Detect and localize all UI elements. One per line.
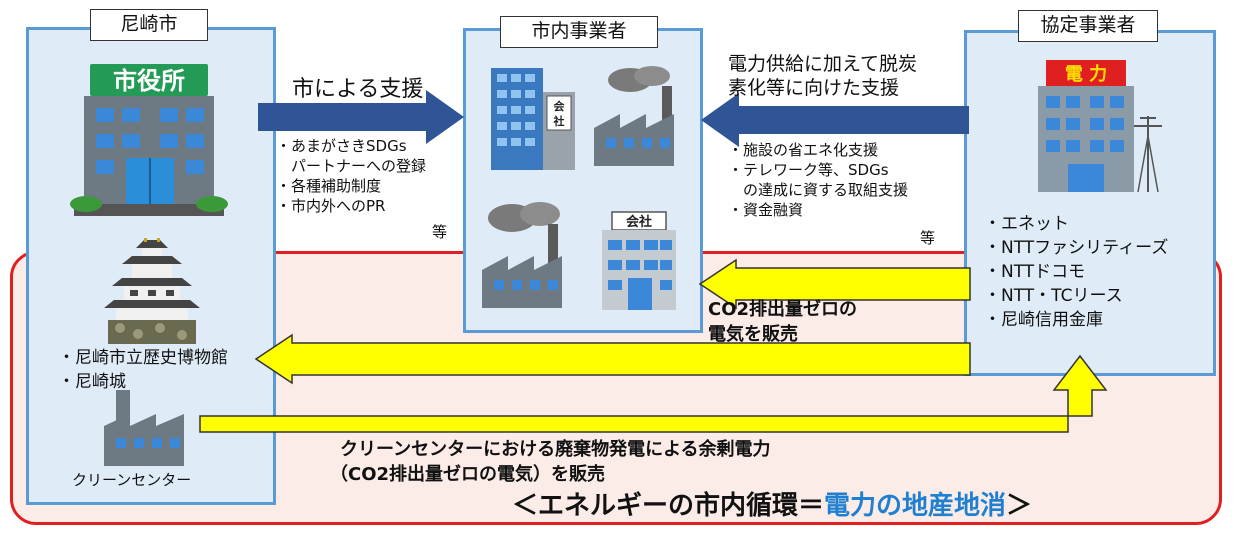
city-facility-item: ・尼崎城 [58, 372, 126, 392]
support-partner-item: ・施設の省エネ化支援 [728, 141, 879, 159]
panel-city-title: 尼崎市 [90, 9, 208, 41]
arrow-clean-power [199, 354, 1108, 433]
power-company-icon: 電 力 [1038, 60, 1162, 193]
slogan-main: エネルギーの市内循環＝ [538, 491, 825, 521]
slogan-open: ＜ [512, 491, 539, 521]
partner-item: ・NTT・TCリース [984, 286, 1123, 306]
svg-text:社: 社 [553, 114, 565, 128]
arrow-sell-city [254, 333, 971, 385]
partners-list: ・エネット ・NTTファシリティーズ ・NTTドコモ ・NTT・TCリース ・尼… [984, 212, 1168, 332]
sell-business-line1: CO2排出量ゼロの [708, 299, 858, 320]
power-sign: 電 力 [1065, 64, 1107, 85]
arrow-partner-support [701, 93, 969, 147]
city-facilities-list: ・尼崎市立歴史博物館 ・尼崎城 [58, 346, 228, 394]
clean-power-line1: クリーンセンターにおける廃棄物発電による余剰電力 [340, 439, 771, 460]
svg-text:会: 会 [554, 99, 566, 113]
slogan: ＜エネルギーの市内循環＝電力の地産地消＞ [512, 489, 1032, 523]
city-hall-sign: 市役所 [113, 67, 185, 95]
arrow-city-support [258, 90, 464, 144]
slogan-highlight: 電力の地産地消 [824, 491, 1007, 521]
company-sign: 会社 [626, 214, 652, 230]
support-city-title: 市による支援 [292, 77, 424, 102]
clean-center-factory-icon [104, 390, 184, 466]
clean-power-line2: （CO2排出量ゼロの電気）を販売 [330, 464, 606, 485]
panel-business-title: 市内事業者 [500, 16, 658, 48]
support-partner-list: ・施設の省エネ化支援 ・テレワーク等、SDGs の達成に資する取組支援 ・資金融… [728, 140, 908, 220]
partner-item: ・NTTドコモ [984, 262, 1086, 282]
support-city-list: ・あまがさきSDGs パートナーへの登録 ・各種補助制度 ・市内外へのPR [276, 136, 426, 216]
panel-partners [964, 30, 1216, 376]
support-city-etc: 等 [432, 223, 448, 241]
panel-partners-title: 協定事業者 [1018, 10, 1158, 42]
clean-center-label: クリーンセンター [72, 471, 192, 489]
castle-icon [104, 238, 200, 344]
support-partner-item: の達成に資する取組支援 [728, 181, 909, 199]
company-building-icon: 会社 [602, 211, 676, 310]
partner-item: ・エネット [984, 214, 1069, 234]
support-city-item: ・あまがさきSDGs [276, 137, 407, 155]
factory-icon-2 [482, 202, 562, 308]
support-partner-title-2: 素化等に向けた支援 [728, 77, 900, 99]
office-tower-icon: 会 社 [491, 68, 575, 170]
city-hall-icon: 市役所 [70, 64, 228, 216]
support-city-item: ・各種補助制度 [276, 177, 382, 195]
sell-business-line2: 電気を販売 [708, 324, 798, 345]
support-city-item: ・市内外へのPR [276, 197, 386, 215]
support-partner-title-1: 電力供給に加えて脱炭 [728, 53, 918, 75]
partner-item: ・尼崎信用金庫 [984, 310, 1103, 330]
support-city-item: パートナーへの登録 [276, 157, 427, 175]
partner-item: ・NTTファシリティーズ [984, 238, 1169, 258]
support-partner-item: ・テレワーク等、SDGs [728, 161, 889, 179]
factory-icon-1 [594, 66, 674, 166]
slogan-close: ＞ [1006, 491, 1033, 521]
support-partner-item: ・資金融資 [728, 201, 804, 219]
city-facility-item: ・尼崎市立歴史博物館 [58, 348, 228, 368]
arrow-sell-business [698, 258, 971, 310]
support-partner-etc: 等 [920, 229, 936, 247]
